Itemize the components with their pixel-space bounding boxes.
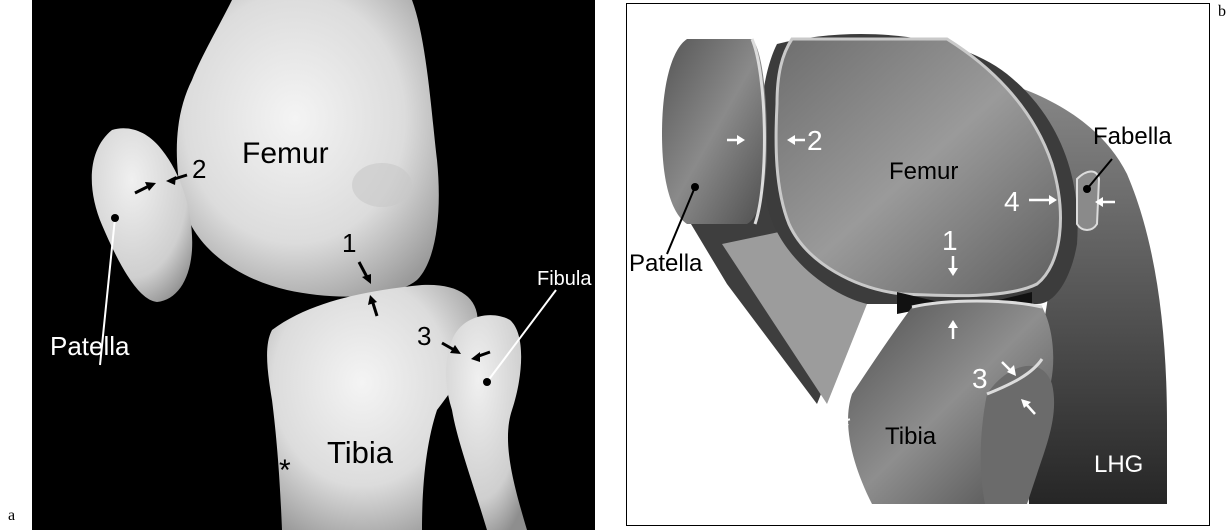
label-fabella-b: Fabella — [1093, 123, 1172, 150]
label-fibula-a: Fibula — [537, 268, 592, 290]
label-patella-a: Patella — [50, 331, 130, 361]
panel-b-letter: b — [1218, 3, 1226, 21]
label-n3-a: 3 — [417, 321, 431, 351]
label-n1-a: 1 — [342, 228, 356, 258]
panel-b-diagram: Femur Tibia Patella Fabella LHG 2 1 4 3 … — [626, 3, 1210, 526]
label-tibia-b: Tibia — [885, 423, 937, 450]
femur-condyle-mark — [352, 163, 412, 207]
label-asterisk-a: * — [279, 454, 291, 487]
label-n2-a: 2 — [192, 154, 206, 184]
label-patella-b: Patella — [629, 250, 703, 277]
label-n2-b: 2 — [807, 125, 823, 156]
panel-a-letter: a — [8, 507, 15, 525]
knee-bones-photo: Femur Tibia Patella Fibula 2 1 3 * — [32, 0, 595, 530]
fabella-shape — [1077, 172, 1099, 231]
label-n1-b: 1 — [942, 225, 958, 256]
label-femur-a: Femur — [242, 137, 329, 170]
tibia-bone — [267, 285, 478, 530]
label-n3-b: 3 — [972, 363, 988, 394]
label-asterisk-b: * — [839, 410, 851, 443]
panel-a-photo: Femur Tibia Patella Fibula 2 1 3 * — [32, 0, 595, 530]
label-lhg-b: LHG — [1094, 451, 1143, 478]
label-femur-b: Femur — [889, 158, 958, 185]
patella-shape — [662, 39, 767, 224]
label-tibia-a: Tibia — [327, 435, 394, 470]
label-n4-b: 4 — [1004, 186, 1020, 217]
fibula-bone — [446, 315, 527, 530]
knee-schematic: Femur Tibia Patella Fabella LHG 2 1 4 3 … — [627, 4, 1209, 525]
